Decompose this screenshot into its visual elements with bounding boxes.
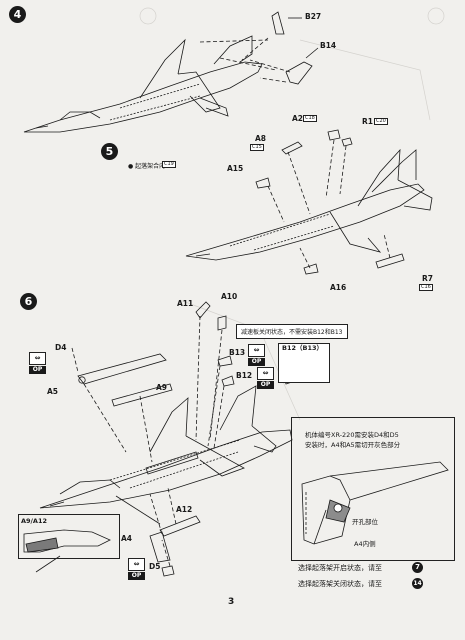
op-text: OP: [257, 381, 274, 389]
aircraft-step5: [185, 148, 433, 261]
part-label-B14: B14: [320, 41, 337, 50]
a9-a12-detail-inset: [18, 514, 120, 559]
step-5-badge: 5: [101, 143, 118, 160]
part-label-A11: A11: [177, 299, 194, 308]
part-label-A2: A2: [292, 114, 304, 123]
part-label-A15: A15: [227, 164, 244, 173]
aircraft-step4: [23, 35, 263, 133]
part-label-R7: R7: [422, 274, 433, 283]
bullet-icon: ●: [128, 163, 134, 170]
a4-inside-label: A4内侧: [354, 540, 376, 548]
part-label-A4: A4: [121, 534, 133, 543]
op-text: OP: [29, 366, 46, 374]
cut-note-line1: 机体编号XR-220需安装D4和D5: [305, 431, 399, 439]
optional-icon: ⇔: [128, 558, 145, 571]
part-code-A2: C18: [303, 115, 317, 122]
part-code-A8: C15: [250, 144, 264, 151]
part-label-B27: B27: [305, 12, 322, 21]
gear-closed-instruction: 选择起落架关闭状态，请至: [298, 580, 382, 588]
speedbrake-note: 减速板关闭状态，不需安装B12和B13: [236, 324, 348, 339]
part-label-B12: B12: [236, 371, 253, 380]
part-label-D4: D4: [55, 343, 67, 352]
step-4-badge: 4: [9, 6, 26, 23]
optional-icon: ⇔: [248, 344, 265, 357]
gear-open-instruction: 选择起落架开启状态，请至: [298, 564, 382, 572]
part-code-R7: C16: [419, 284, 433, 291]
step-6-badge: 6: [20, 293, 37, 310]
aircraft-step6: [39, 385, 293, 509]
part-label-A9: A9: [156, 383, 168, 392]
step-5-note: ● 起落架合内: [128, 161, 165, 170]
goto-step-14-badge: 14: [412, 578, 423, 589]
op-text: OP: [248, 358, 265, 366]
page-number: 3: [228, 597, 235, 607]
part-label-B13: B13: [229, 348, 246, 357]
goto-step-7-badge: 7: [412, 562, 423, 573]
op-badge-d4: ⇔ OP: [29, 352, 46, 374]
optional-icon: ⇔: [29, 352, 46, 365]
part-label-D5: D5: [149, 562, 161, 571]
opening-label: 开孔部位: [352, 518, 378, 526]
step-5-note-code: C19: [162, 161, 176, 168]
op-badge-d5: ⇔ OP: [128, 558, 145, 580]
part-label-A10: A10: [221, 292, 238, 301]
part-label-A12: A12: [176, 505, 193, 514]
b12-b13-detail-inset: [278, 343, 330, 383]
part-label-A5: A5: [47, 387, 59, 396]
cut-note-line2: 安装时，A4和A5需切开灰色部分: [305, 441, 401, 449]
b12-b13-detail-label: B12（B13）: [282, 344, 323, 352]
op-badge-b13: ⇔ OP: [248, 344, 265, 366]
part-label-R1: R1: [362, 117, 373, 126]
part-code-R1: C20: [374, 118, 388, 125]
part-label-A8: A8: [255, 134, 267, 143]
step-5-note-text: 起落架合内: [135, 163, 166, 170]
op-badge-b12: ⇔ OP: [257, 367, 274, 389]
optional-icon: ⇔: [257, 367, 274, 380]
cut-instruction-inset: [291, 417, 455, 561]
part-label-A9-A12: A9/A12: [21, 517, 48, 525]
part-label-A16: A16: [330, 283, 347, 292]
op-text: OP: [128, 572, 145, 580]
